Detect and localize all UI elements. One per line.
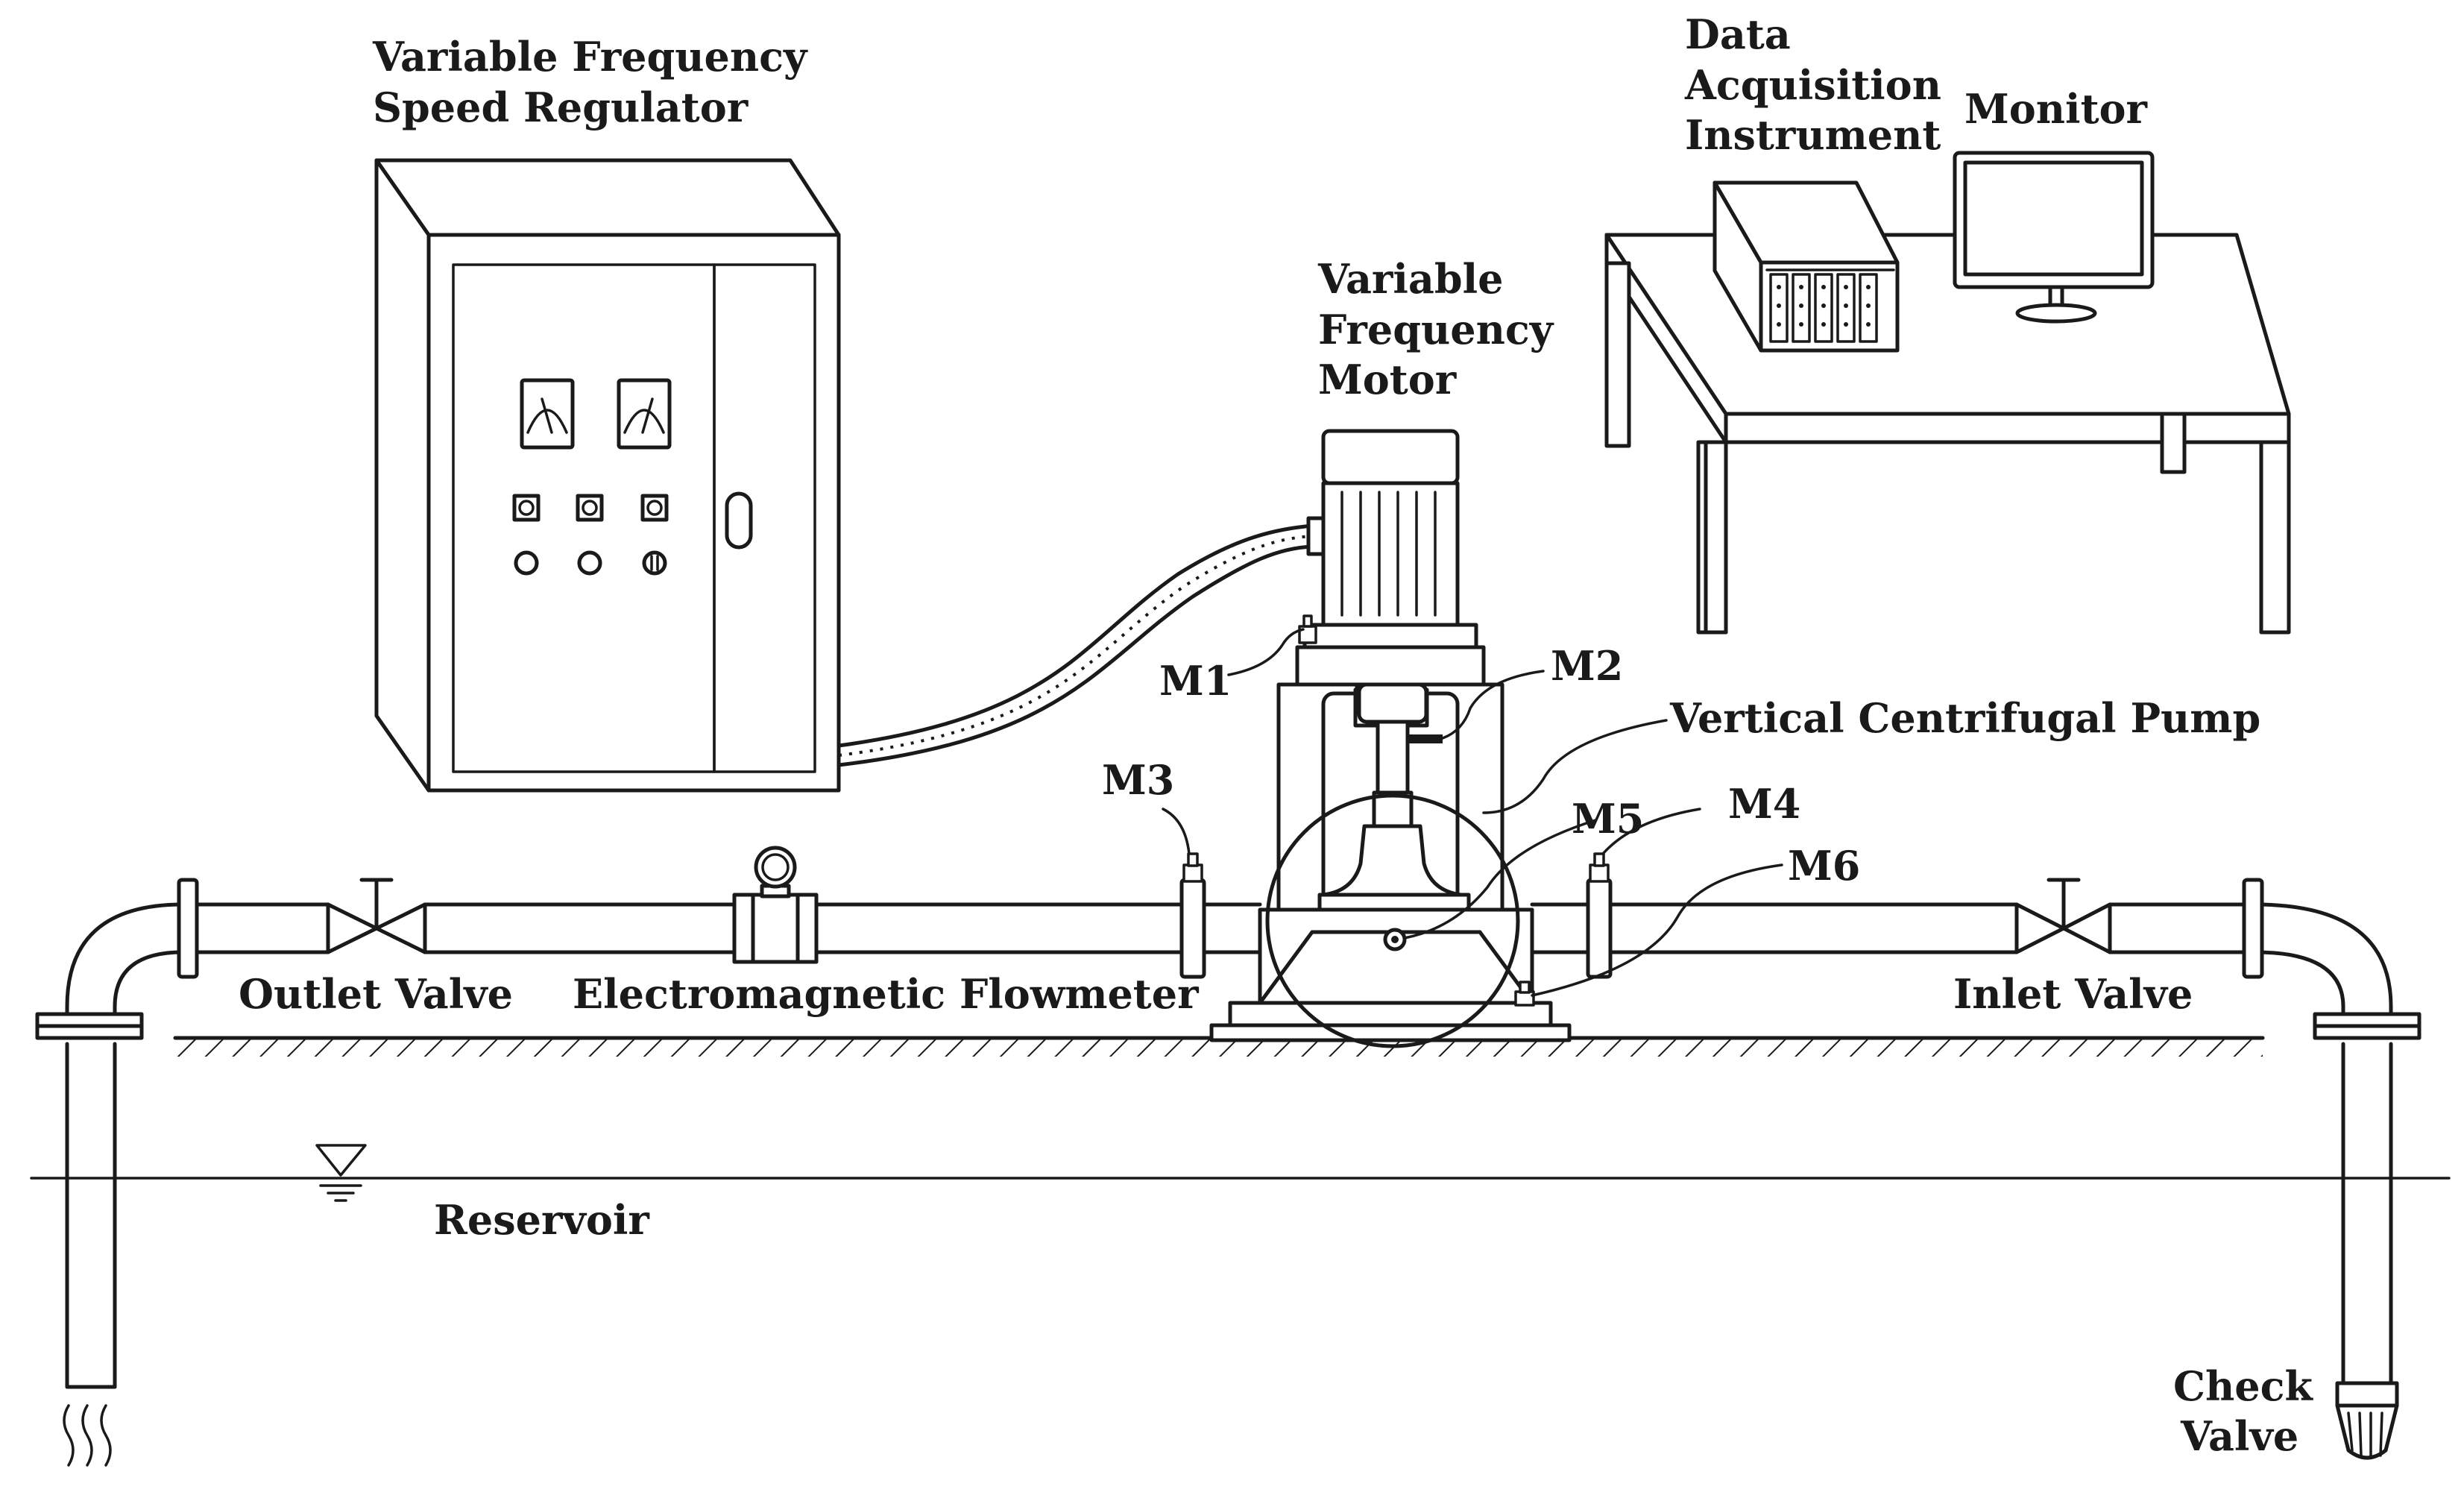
label-m4: M4 [1728,780,1800,828]
sensor-m4 [1589,852,1610,883]
label-inlet-valve: Inlet Valve [1953,970,2193,1018]
label-check-valve-line2: Valve [2180,1412,2298,1460]
flange-outlet [177,878,199,979]
label-motor-line2: Frequency [1318,306,1554,353]
label-speed-regulator: Variable Frequency Speed Regulator [372,33,808,131]
label-data-acquisition: Data Acquisition Instrument [1684,10,1941,159]
leader-lines [1162,628,1783,997]
data-acquisition-instrument [1712,180,1900,353]
outlet-water-flow [63,1404,112,1467]
label-daq-line1: Data [1685,10,1791,58]
label-motor-line1: Variable [1317,255,1504,303]
label-speed-regulator-line2: Speed Regulator [373,84,749,131]
label-check-valve-line1: Check [2173,1362,2313,1410]
label-daq-line3: Instrument [1685,111,1941,159]
coupling [1357,682,1428,795]
sensor-m2 [1409,734,1443,743]
check-valve-strainer [2335,1381,2399,1460]
pump-base-frame [1209,907,1572,1042]
pump-casing [1317,790,1471,912]
label-vertical-pump: Vertical Centrifugal Pump [1669,694,2260,742]
label-reservoir: Reservoir [434,1196,649,1244]
desk [1604,233,2291,635]
label-outlet-valve: Outlet Valve [239,970,513,1018]
label-motor: Variable Frequency Motor [1317,255,1554,403]
label-m3: M3 [1102,756,1174,804]
power-cable [836,516,1327,767]
label-m6: M6 [1788,842,1860,890]
label-monitor: Monitor [1964,85,2148,133]
outlet-valve-symbol [326,878,427,954]
label-check-valve: Check Valve [2173,1362,2313,1460]
pump-highlight-circle [1265,793,1520,1048]
flange-inlet [2242,878,2264,979]
main-pipeline [180,902,2257,954]
label-m5: M5 [1572,795,1644,843]
sensor-m3 [1182,852,1203,883]
inlet-elbow-pipe [2253,902,2422,1385]
label-m1: M1 [1159,657,1232,705]
water-level-symbol [315,1144,367,1202]
outlet-elbow-pipe [35,902,185,1389]
cabinet-door-handle [725,491,753,550]
label-daq-line2: Acquisition [1684,61,1941,109]
flange-pump-inlet [1586,878,1613,979]
label-motor-line3: Motor [1318,356,1457,403]
variable-frequency-motor [1302,429,1478,649]
inlet-valve-symbol [2014,878,2112,954]
label-flowmeter: Electromagnetic Flowmeter [573,970,1199,1018]
speed-regulator-meters [520,378,672,450]
label-m2: M2 [1551,642,1623,690]
sensor-m6 [1514,981,1535,1007]
flange-pump-outlet [1179,878,1206,979]
speed-regulator-cabinet [374,158,841,793]
speed-regulator-buttons [512,494,669,576]
electromagnetic-flowmeter [732,846,819,964]
monitor-display [1953,151,2155,324]
label-speed-regulator-line1: Variable Frequency [372,33,808,81]
